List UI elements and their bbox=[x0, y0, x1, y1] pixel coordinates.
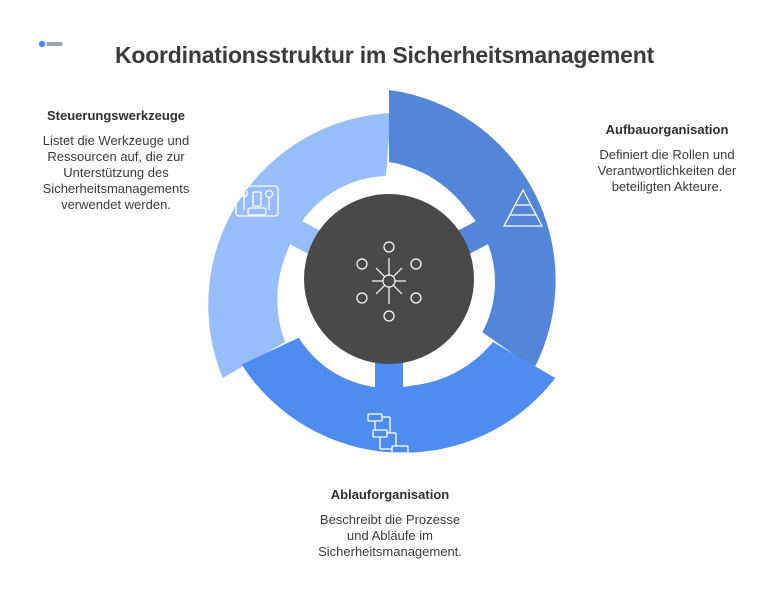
section-line: Verantwortlichkeiten der bbox=[597, 163, 737, 178]
tools-icon bbox=[235, 185, 279, 217]
section-line: beteiligten Akteure. bbox=[611, 179, 723, 194]
segment-aufbauorganisation bbox=[389, 90, 556, 369]
section-heading: Steuerungswerkzeuge bbox=[47, 108, 185, 123]
section-line: Sicherheitsmanagement. bbox=[318, 544, 462, 559]
section-heading: Ablauforganisation bbox=[330, 487, 450, 502]
connector-bottom bbox=[375, 362, 403, 402]
section-line: verwendet werden. bbox=[61, 197, 171, 212]
page-title: Koordinationsstruktur im Sicherheitsmana… bbox=[114, 42, 655, 68]
donut-diagram bbox=[190, 82, 590, 487]
network-hub-icon bbox=[356, 241, 422, 322]
section-line: Definiert die Rollen und bbox=[599, 147, 735, 162]
center-hub bbox=[304, 194, 474, 364]
segment-steuerungswerkzeuge bbox=[208, 113, 392, 378]
pyramid-icon bbox=[502, 188, 544, 227]
section-ablauforganisation: Ablauforganisation Beschreibt die Prozes… bbox=[290, 487, 490, 560]
section-line: Sicherheitsmanagements bbox=[42, 181, 190, 196]
section-steuerungswerkzeuge: Steuerungswerkzeuge Listet die Werkzeuge… bbox=[20, 108, 212, 213]
section-aufbauorganisation: Aufbauorganisation Definiert die Rollen … bbox=[583, 122, 751, 195]
connector-top-right bbox=[453, 204, 519, 256]
brand-logo bbox=[38, 36, 64, 48]
section-line: Unterstützung des bbox=[63, 165, 169, 180]
flowchart-icon bbox=[367, 413, 409, 454]
section-line: Beschreibt die Prozesse bbox=[319, 512, 461, 527]
section-line: und Abläufe im bbox=[346, 528, 433, 543]
section-heading: Aufbauorganisation bbox=[605, 122, 729, 137]
section-line: Ressourcen auf, die zur bbox=[47, 149, 185, 164]
section-line: Listet die Werkzeuge und bbox=[42, 133, 190, 148]
connector-left bbox=[259, 204, 325, 256]
